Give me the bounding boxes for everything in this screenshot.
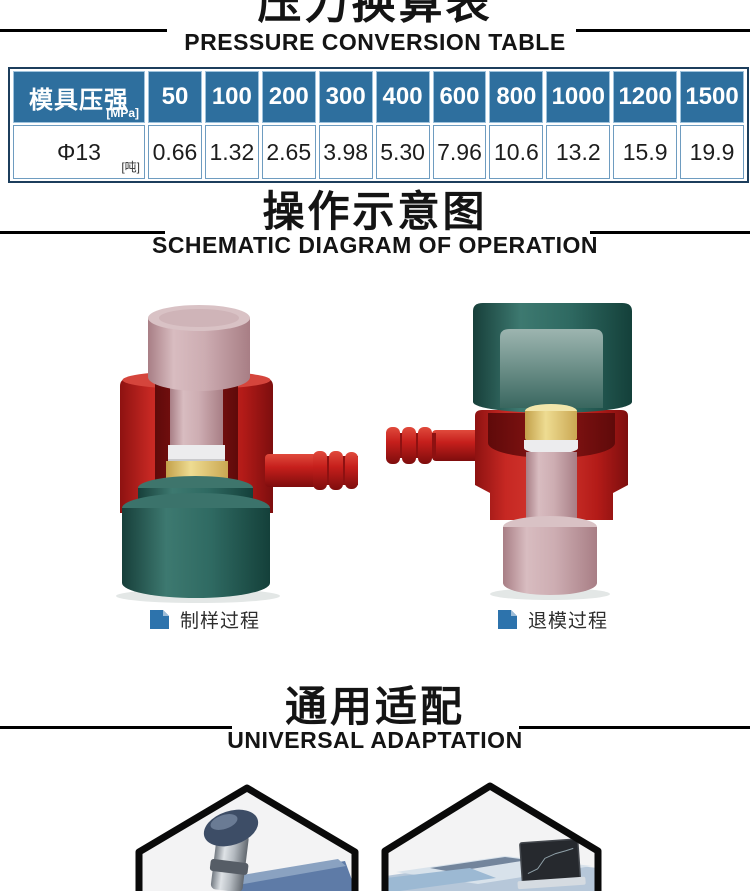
schematic-title-en: SCHEMATIC DIAGRAM OF OPERATION: [151, 232, 599, 258]
pressure-header-cell: 300: [318, 71, 373, 123]
legend-marker-icon: [498, 610, 517, 629]
schematic-title-zh: 操作示意图: [262, 188, 488, 235]
legend-item-demolding: 退模过程: [498, 606, 608, 633]
tonnage-cell-highlight-red: 19.9: [680, 125, 744, 179]
pressure-header-cell: 200: [261, 71, 316, 123]
legend-label: 制样过程: [180, 611, 261, 632]
die-press-schematic-illustration: [116, 303, 632, 603]
die-diameter-cell: Φ13 [吨]: [13, 125, 145, 179]
tonnage-cell: 2.65: [261, 125, 316, 179]
corner-unit-label: [MPa]: [106, 106, 139, 120]
instrument-photo-right: [385, 786, 598, 891]
legend-marker-icon: [150, 610, 169, 629]
table-header-row: 模具压强 [MPa] 50 100 200 300 400 600 800 10…: [13, 71, 744, 123]
divider-line: [0, 726, 232, 729]
divider-line: [519, 726, 750, 729]
pressure-header-cell: 1200: [613, 71, 678, 123]
pressure-header-cell: 1500: [680, 71, 744, 123]
die-diameter-label: Φ13: [57, 138, 101, 165]
compatible-instruments-photos: [135, 782, 602, 891]
corner-label: 模具压强: [29, 86, 129, 114]
pressure-header-corner-cell: 模具压强 [MPa]: [13, 71, 145, 123]
divider-line: [576, 29, 750, 32]
divider-line: [0, 29, 167, 32]
pressing-process-figure: [116, 305, 358, 603]
tonnage-cell: 1.32: [204, 125, 259, 179]
table-value-row: Φ13 [吨] 0.66 1.32 2.65 3.98 5.30 7.96 10…: [13, 125, 744, 179]
instrument-photo-left: [139, 788, 355, 891]
hexagon-frame-left: [135, 784, 359, 891]
pressure-header-cell: 800: [489, 71, 544, 123]
pressure-header-cell: 50: [148, 71, 202, 123]
pressure-header-cell: 600: [432, 71, 487, 123]
hexagon-frame-right: [381, 782, 602, 891]
demolding-process-figure: [386, 303, 632, 600]
pressure-table-title-zh: 压力换算表: [257, 0, 493, 28]
tonnage-cell: 7.96: [432, 125, 487, 179]
pressure-table-title-en: PRESSURE CONVERSION TABLE: [184, 29, 566, 55]
tonnage-cell: 0.66: [148, 125, 202, 179]
pressure-header-cell: 400: [375, 71, 430, 123]
tonnage-cell-highlight-yellow: 13.2: [546, 125, 611, 179]
divider-line: [590, 231, 750, 234]
tonnage-cell: 3.98: [318, 125, 373, 179]
pressure-conversion-table: 模具压强 [MPa] 50 100 200 300 400 600 800 10…: [8, 67, 749, 183]
tonnage-cell: 5.30: [375, 125, 430, 179]
adaptation-title-zh: 通用适配: [284, 683, 465, 730]
tonnage-cell: 10.6: [489, 125, 544, 179]
adaptation-title-en: UNIVERSAL ADAPTATION: [227, 727, 523, 753]
die-unit-label: [吨]: [121, 160, 140, 174]
divider-line: [0, 231, 165, 234]
tonnage-cell-highlight-yellow: 15.9: [613, 125, 678, 179]
legend-item-pressing: 制样过程: [150, 606, 260, 633]
legend-label: 退模过程: [528, 611, 609, 632]
pressure-header-cell: 100: [204, 71, 259, 123]
pressure-header-cell: 1000: [546, 71, 611, 123]
